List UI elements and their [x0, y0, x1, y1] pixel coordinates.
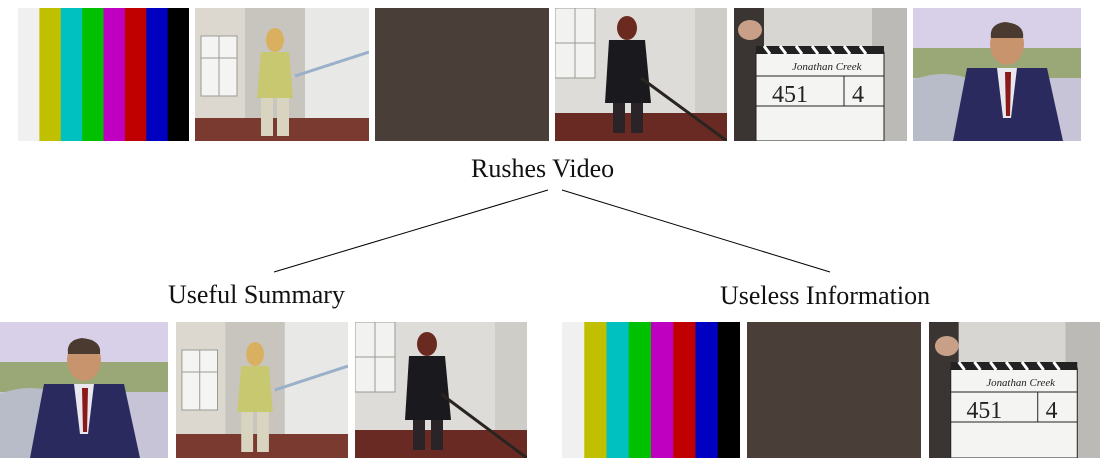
useless-frame-colorbars [562, 322, 740, 458]
summary-frame-woman-stairs [355, 322, 527, 458]
clapper-title: Jonathan Creek [986, 377, 1055, 389]
branch-label-useful-summary: Useful Summary [168, 280, 345, 309]
summary-frame-man-suit [0, 322, 168, 458]
connector-to-useless [561, 189, 831, 273]
clapper-number: 451 [967, 398, 1003, 424]
rushes-frame-clapperboard: Jonathan Creek 451 4 [734, 8, 907, 141]
color-bar [584, 322, 607, 458]
root-label-rushes-video: Rushes Video [471, 154, 615, 183]
rushes-frame-blank-noise [375, 8, 549, 141]
branch-label-useless-information: Useless Information [720, 281, 931, 310]
color-bar [18, 8, 40, 141]
color-bar [103, 8, 126, 141]
color-bar [146, 8, 169, 141]
clapper-take: 4 [852, 82, 864, 108]
color-bar [60, 8, 83, 141]
rushes-frame-woman-stairs [555, 8, 727, 141]
color-bar [167, 8, 189, 141]
rushes-frame-man-suit [913, 8, 1081, 141]
useless-frame-clapperboard: Jonathan Creek 451 4 [929, 322, 1100, 458]
color-bar [39, 8, 62, 141]
color-bar [82, 8, 104, 141]
color-bar [628, 322, 652, 458]
rushes-frame-colorbars [18, 8, 189, 141]
color-bar [124, 8, 147, 141]
clapper-number: 451 [772, 82, 808, 108]
color-bar [651, 322, 674, 458]
summary-frame-woman-walking [176, 322, 348, 458]
color-bar [562, 322, 585, 458]
rushes-frame-woman-walking [195, 8, 369, 141]
color-bar [717, 322, 740, 458]
connector-to-useful [273, 189, 549, 273]
useless-frame-blank-noise [747, 322, 921, 458]
clapper-take: 4 [1046, 398, 1058, 424]
clapper-title: Jonathan Creek [792, 61, 863, 73]
color-bar [673, 322, 696, 458]
color-bar [606, 322, 630, 458]
color-bar [695, 322, 719, 458]
